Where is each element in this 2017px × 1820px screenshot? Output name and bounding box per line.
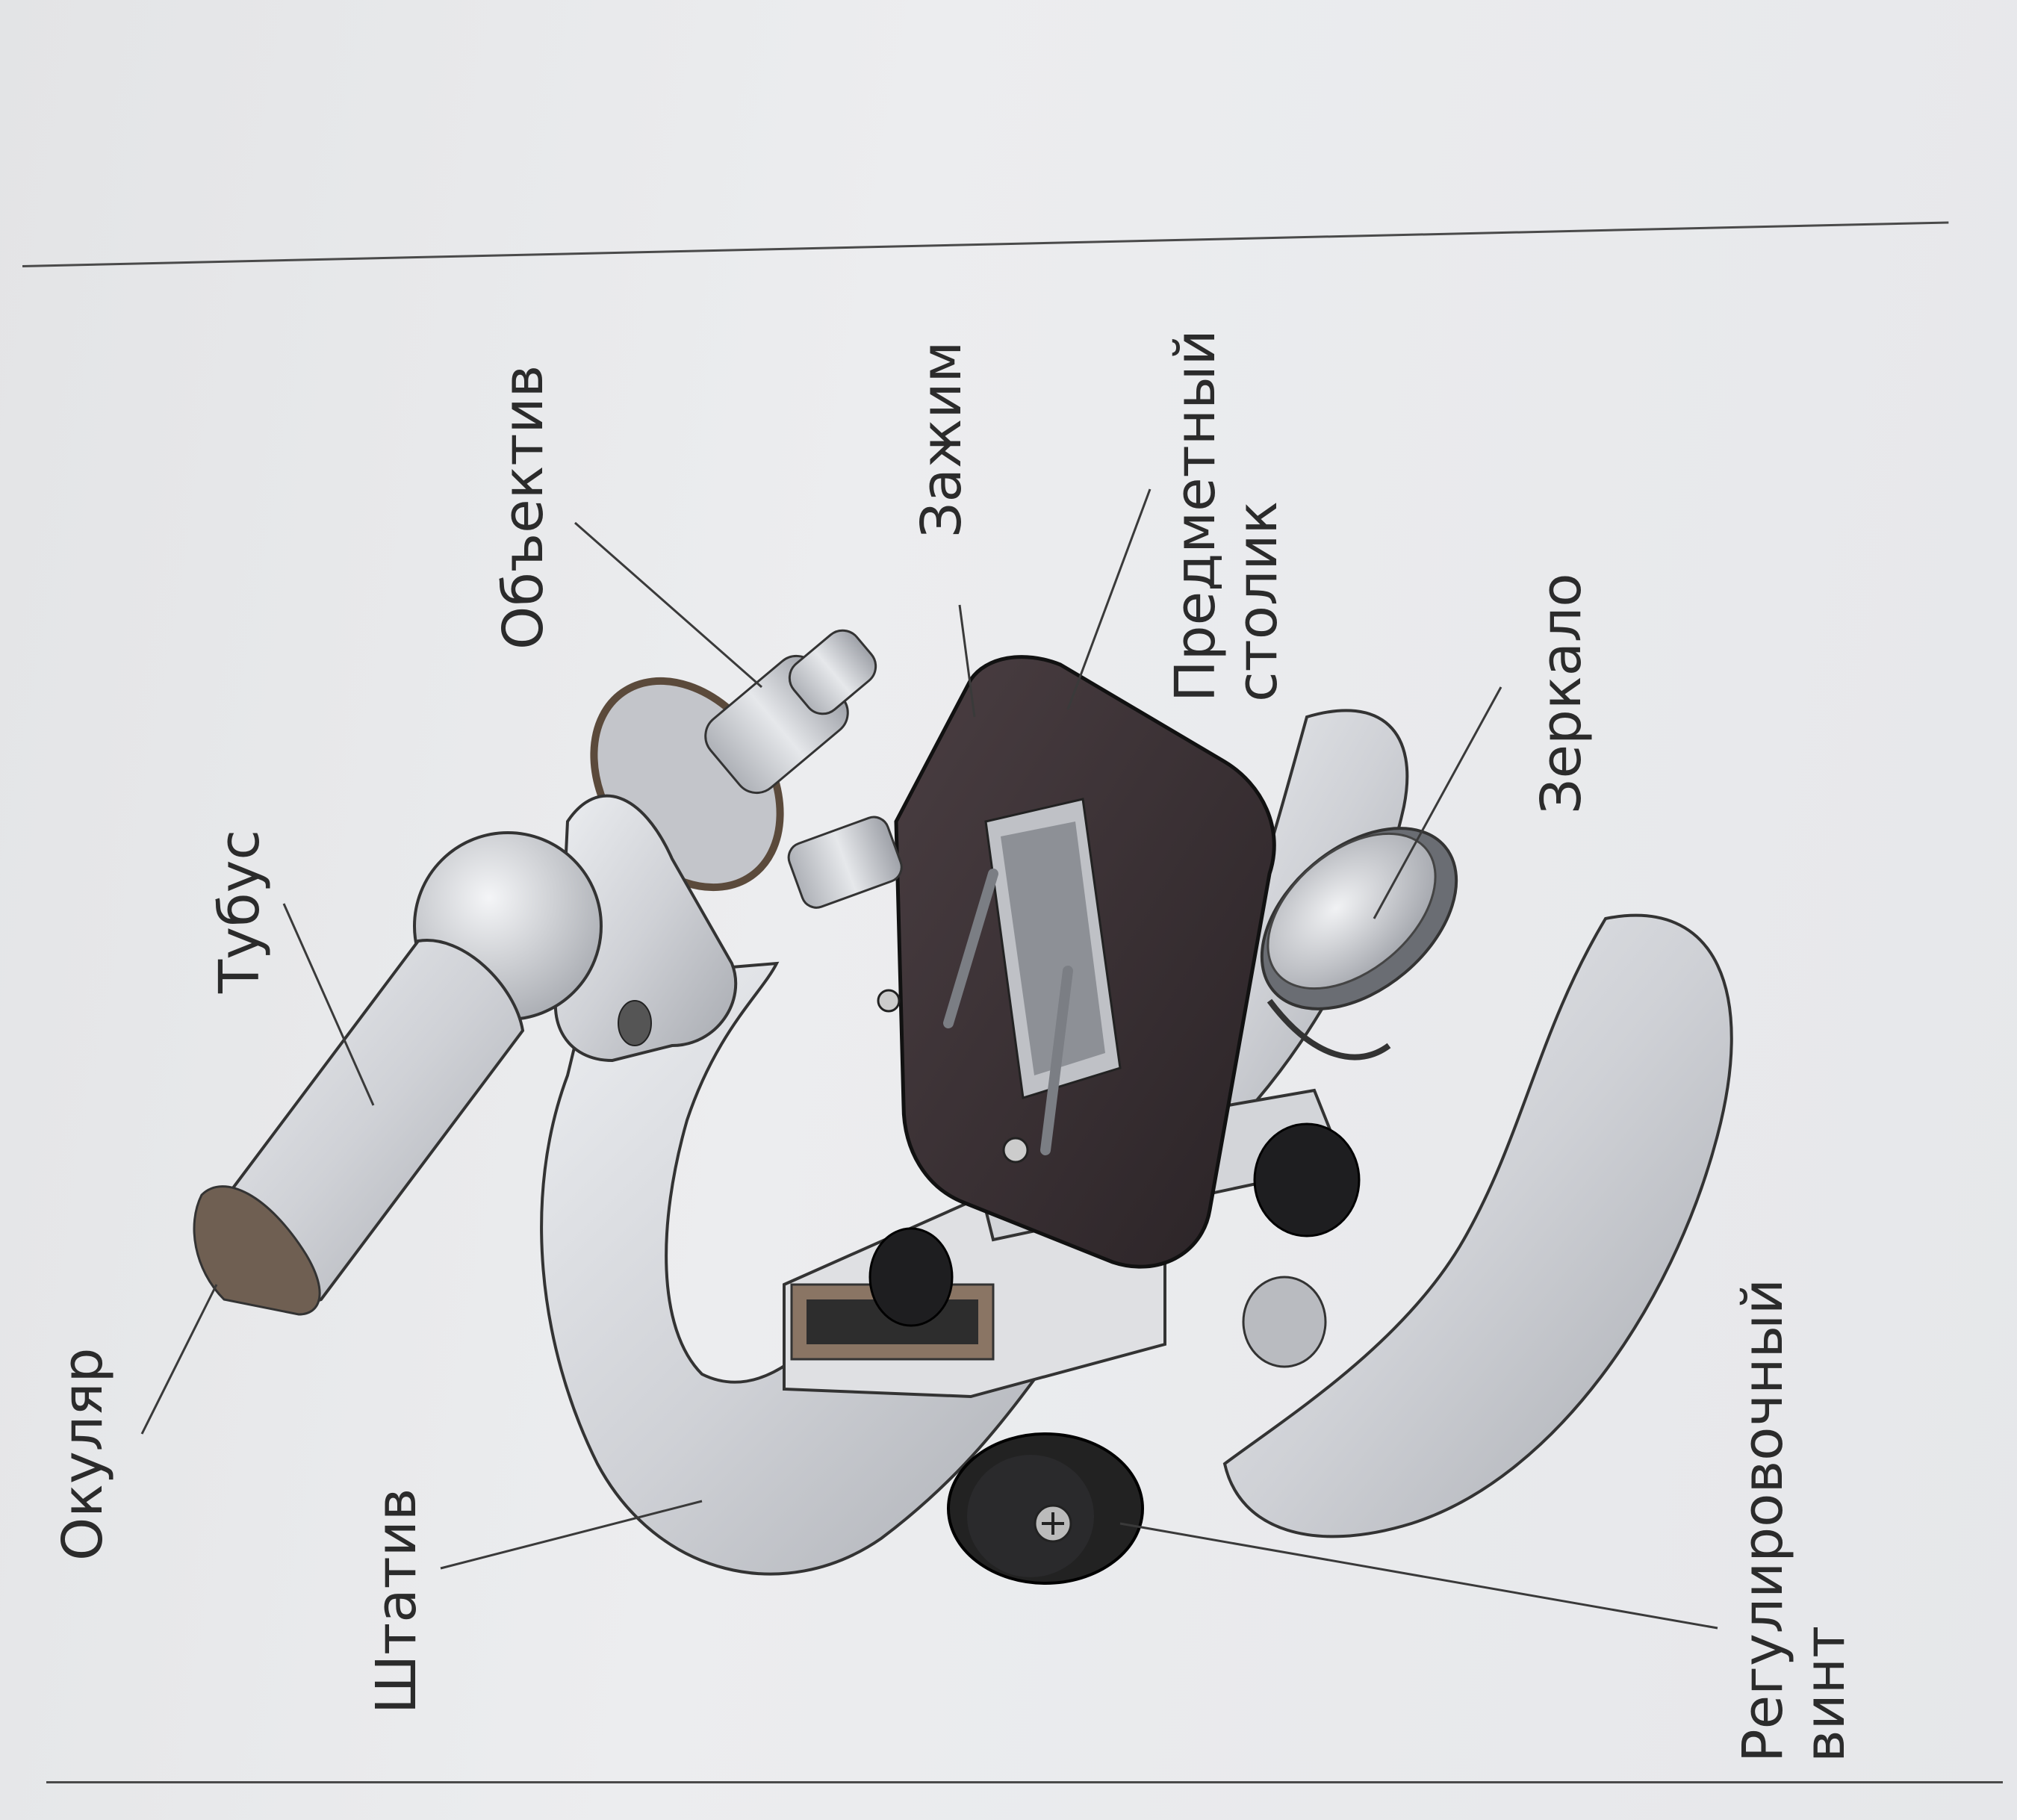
leader-clamp	[958, 604, 976, 718]
leader-stage	[1066, 488, 1152, 710]
mirror	[1260, 827, 1458, 1060]
label-mirror: Зеркало	[1529, 573, 1594, 814]
knob-right-2	[1242, 1276, 1327, 1368]
adjusting-screw-knob	[947, 1432, 1144, 1585]
label-tube: Тубус	[208, 829, 272, 993]
label-eyepiece: Окуляр	[51, 1347, 115, 1561]
label-objective: Объектив	[491, 364, 556, 650]
leader-objective	[574, 521, 762, 689]
leader-screw	[1119, 1522, 1718, 1630]
stage-clip-2	[1040, 966, 1073, 1155]
label-clamp: Зажим	[910, 341, 974, 538]
label-stand: Штатив	[364, 1488, 429, 1714]
leader-eyepiece	[140, 1284, 218, 1435]
leader-mirror	[1373, 686, 1502, 919]
label-screw: Регулировочный винт	[1731, 1279, 1857, 1762]
stage-clip-1	[943, 869, 998, 1028]
eyepiece	[193, 1185, 321, 1316]
label-stage: Предметный столик	[1163, 329, 1290, 702]
leader-lines	[140, 488, 1718, 1630]
leader-tube	[282, 903, 375, 1106]
stage-block	[877, 655, 1276, 1269]
frame-left-border	[46, 1781, 2003, 1783]
microscope-base	[1222, 913, 1733, 1538]
knob-upper	[868, 1227, 954, 1327]
leader-stand	[440, 1500, 703, 1570]
objective	[704, 629, 877, 795]
knob-right-1	[1253, 1122, 1361, 1237]
